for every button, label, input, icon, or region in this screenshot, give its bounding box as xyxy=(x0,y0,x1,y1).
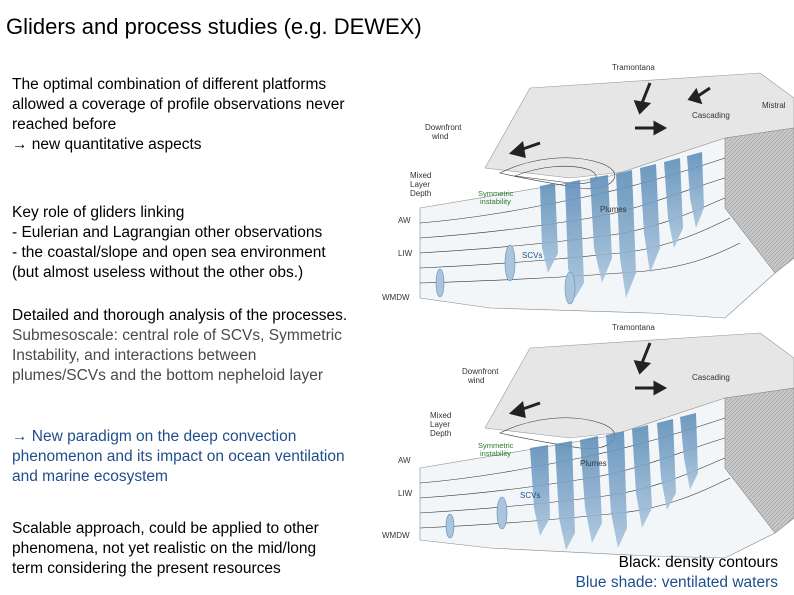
text-block-5: Scalable approach, could be applied to o… xyxy=(12,519,319,579)
label-symmetric: Symmetric xyxy=(478,441,514,450)
label-layer: Layer xyxy=(410,180,430,189)
text-line: Key role of gliders linking xyxy=(12,204,185,221)
text-line: → new quantitative aspects xyxy=(12,136,202,153)
legend-black: Black: density contours xyxy=(618,554,778,571)
label-scvs: SCVs xyxy=(520,491,540,500)
text-line: reached before xyxy=(12,116,117,133)
label-wind: wind xyxy=(431,132,448,141)
label-depth: Depth xyxy=(430,429,451,438)
label-instability: instability xyxy=(480,449,511,458)
slope-hatch xyxy=(725,128,794,273)
text-line: (but almost useless without the other ob… xyxy=(12,264,304,281)
label-tramontana: Tramontana xyxy=(612,323,655,332)
plume-columns xyxy=(530,413,698,550)
label-liw: LIW xyxy=(398,249,413,258)
text-line: → New paradigm on the deep convection xyxy=(12,428,297,445)
label-wind: wind xyxy=(467,376,484,385)
text-line: Submesoscale: central role of SCVs, Symm… xyxy=(12,327,342,344)
schematic-top: Tramontana Mistral Cascading Downfront w… xyxy=(382,63,794,319)
label-scvs: SCVs xyxy=(522,251,542,260)
text-line: phenomena, not yet realistic on the mid/… xyxy=(12,540,317,557)
label-instability: instability xyxy=(480,197,511,206)
label-cascading: Cascading xyxy=(692,111,730,120)
text-line: Instability, and interactions between xyxy=(12,347,257,364)
text-block-4: → New paradigm on the deep convection ph… xyxy=(12,427,345,487)
legend-blue: Blue shade: ventilated waters xyxy=(575,574,778,591)
label-plumes: Plumes xyxy=(600,205,627,214)
text-line: Scalable approach, could be applied to o… xyxy=(12,520,319,537)
text-line: term considering the present resources xyxy=(12,560,281,577)
scv-lenses xyxy=(445,496,508,539)
text-block-3: Detailed and thorough analysis of the pr… xyxy=(12,306,347,386)
text-line: Detailed and thorough analysis of the pr… xyxy=(12,307,348,324)
schematic-bottom: Tramontana Cascading Downfront wind Mixe… xyxy=(382,323,794,559)
label-downfront: Downfront xyxy=(462,367,499,376)
scv-lenses xyxy=(435,244,576,305)
text-line: - the coastal/slope and open sea environ… xyxy=(12,244,326,261)
text-line: The optimal combination of different pla… xyxy=(12,76,327,93)
wind-arrows xyxy=(508,342,668,419)
label-plumes: Plumes xyxy=(580,459,607,468)
label-wmdw: WMDW xyxy=(382,293,410,302)
label-liw: LIW xyxy=(398,489,413,498)
text-line: and marine ecosystem xyxy=(12,468,168,485)
text-line: allowed a coverage of profile observatio… xyxy=(12,96,345,113)
label-symmetric: Symmetric xyxy=(478,189,514,198)
text-line: phenomenon and its impact on ocean venti… xyxy=(12,448,345,465)
slide-title: Gliders and process studies (e.g. DEWEX) xyxy=(6,14,422,39)
label-aw: AW xyxy=(398,216,411,225)
text-line: - Eulerian and Lagrangian other observat… xyxy=(12,224,323,241)
label-mixed: Mixed xyxy=(410,171,431,180)
text-block-2: Key role of gliders linking - Eulerian a… xyxy=(12,203,326,283)
slope-hatch xyxy=(725,388,794,533)
label-tramontana: Tramontana xyxy=(612,63,655,72)
plume-columns xyxy=(540,152,704,298)
wind-arrows xyxy=(508,82,711,159)
text-block-1: The optimal combination of different pla… xyxy=(12,75,345,155)
text-line: plumes/SCVs and the bottom nepheloid lay… xyxy=(12,367,324,384)
label-cascading: Cascading xyxy=(692,373,730,382)
label-downfront: Downfront xyxy=(425,123,462,132)
label-aw: AW xyxy=(398,456,411,465)
label-mistral: Mistral xyxy=(762,101,786,110)
deep-convection-schematic: Tramontana Mistral Cascading Downfront w… xyxy=(382,63,794,559)
label-layer: Layer xyxy=(430,420,450,429)
label-depth: Depth xyxy=(410,189,431,198)
label-wmdw: WMDW xyxy=(382,531,410,540)
label-mixed: Mixed xyxy=(430,411,451,420)
